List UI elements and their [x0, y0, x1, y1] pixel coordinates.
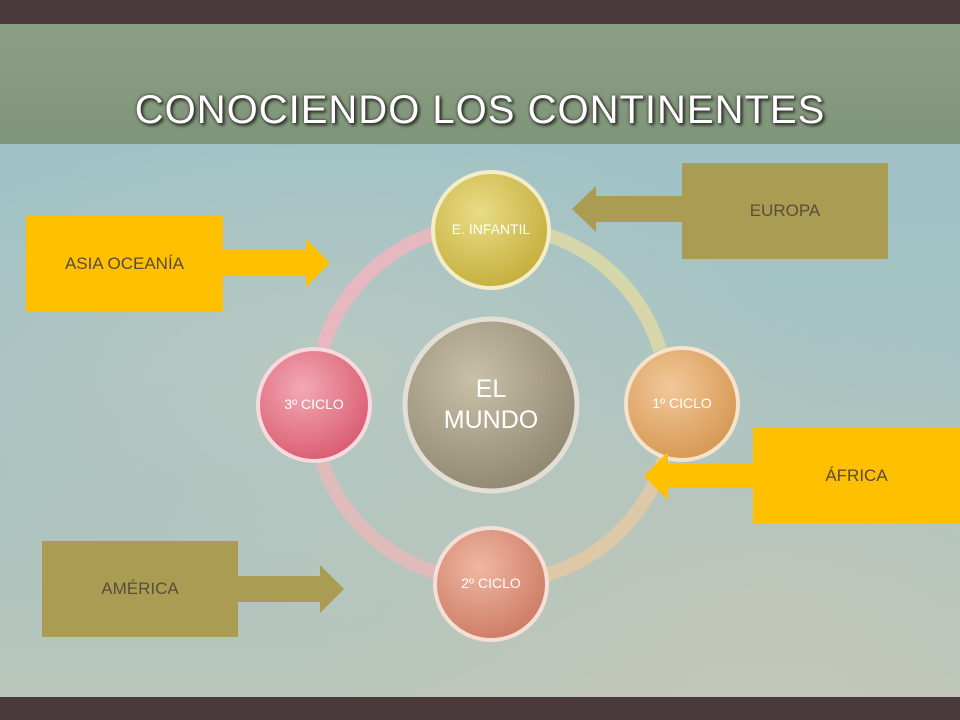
callout-arrow-asia-oceania [223, 239, 330, 287]
title-band [0, 24, 960, 144]
node-e-infantil-label: E. INFANTIL [451, 221, 531, 238]
node-e-infantil [431, 170, 551, 290]
top-frame-bar [0, 0, 960, 24]
callout-box-europa [682, 163, 888, 259]
callout-box-america [42, 541, 238, 637]
node-1-ciclo [624, 346, 740, 462]
callout-arrow-europa [572, 186, 682, 232]
callout-arrow-america [238, 565, 344, 613]
bottom-frame-bar [0, 697, 960, 720]
ring-arc-3ciclo-infantil [316, 226, 439, 350]
callout-label-europa: EUROPA [749, 201, 821, 221]
node-3-ciclo [256, 347, 372, 463]
callout-arrow-africa [644, 452, 753, 500]
node-2-ciclo-label: 2º CICLO [461, 575, 521, 592]
callout-label-africa: ÁFRICA [825, 465, 888, 485]
callout-label-asia-oceania: ASIA OCEANÍA [64, 254, 185, 274]
callout-label-america: AMÉRICA [101, 579, 179, 599]
ring-arc-infantil-1ciclo [532, 224, 667, 353]
callout-box-africa [753, 428, 960, 523]
slide-title: CONOCIENDO LOS CONTINENTES [134, 88, 826, 132]
node-2-ciclo [433, 526, 549, 642]
node-3-ciclo-label: 3º CICLO [284, 396, 344, 413]
center-node [402, 316, 580, 494]
callout-box-asia-oceania [26, 216, 223, 312]
ring-arc-2ciclo-3ciclo [315, 459, 441, 580]
node-1-ciclo-label: 1º CICLO [652, 395, 712, 412]
center-node-label: EL MUNDO [443, 374, 539, 434]
